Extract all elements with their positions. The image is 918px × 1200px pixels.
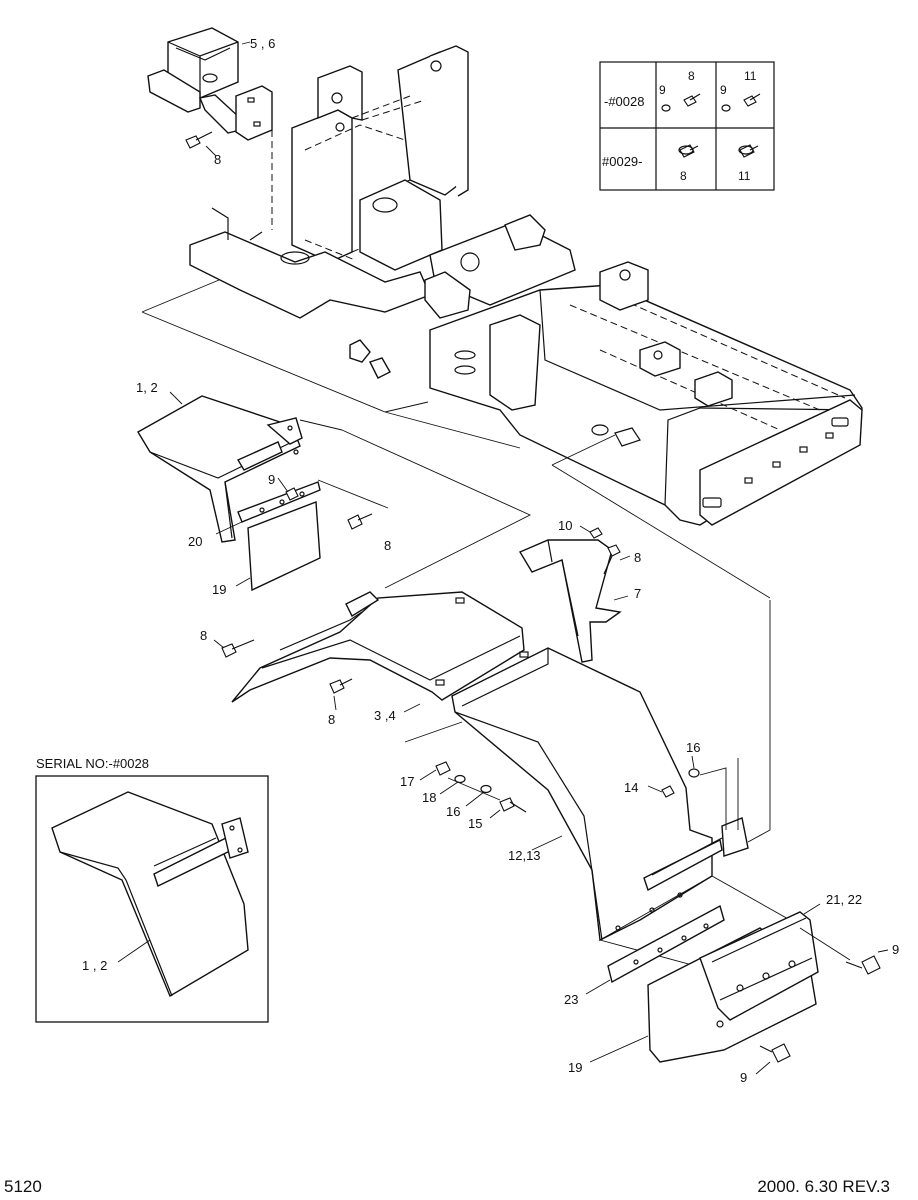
cell-label: 8 [680, 169, 687, 183]
label-8-left: 8 [384, 538, 391, 553]
bolt-9-bottom [759, 1043, 791, 1063]
washer-icon [661, 104, 671, 112]
label-21-22: 21, 22 [826, 892, 862, 907]
hardware-14-18 [435, 761, 727, 830]
page-number: 5120 [4, 1177, 42, 1196]
label-16-right: 16 [686, 740, 700, 755]
label-16-mid: 16 [446, 804, 460, 819]
label-9-right: 9 [892, 942, 899, 957]
label-8-lower: 8 [328, 712, 335, 727]
label-20: 20 [188, 534, 202, 549]
front-fender-1-2 [137, 395, 389, 592]
fender-support-7 [518, 539, 622, 663]
serial-row-1: -#0028 [604, 94, 644, 109]
label-17: 17 [400, 774, 414, 789]
leader-lines [169, 41, 889, 1075]
cell-label: 8 [688, 69, 695, 83]
bolt-icon [683, 93, 701, 107]
bolt-icon [743, 93, 761, 107]
bolt-8-mid [221, 639, 255, 658]
mud-flap-assembly [598, 875, 851, 1063]
step-bracket-5-6 [147, 27, 273, 230]
inset-label-1-2: 1 , 2 [82, 958, 107, 973]
label-9-left: 9 [268, 472, 275, 487]
label-18: 18 [422, 790, 436, 805]
bolt-8-left [347, 513, 373, 530]
label-3-4: 3 ,4 [374, 708, 396, 723]
serial-variant-table: -#0028 #0029- 9 8 9 11 8 11 [599, 61, 775, 191]
label-8-mid: 8 [200, 628, 207, 643]
bolt-8-right [603, 544, 621, 575]
label-12-13: 12,13 [508, 848, 541, 863]
label-9-bottom: 9 [740, 1070, 747, 1085]
label-19-right: 19 [568, 1060, 582, 1075]
bolt-8-lower [329, 678, 353, 694]
nut-10 [589, 527, 603, 539]
cell-label: 11 [744, 69, 757, 83]
part-labels: 5 , 6 8 1, 2 9 8 20 19 10 8 7 8 8 3 ,4 1… [136, 36, 899, 1085]
flange-bolt-icon [678, 144, 699, 158]
label-5-6: 5 , 6 [250, 36, 275, 51]
rear-fender-3-4 [231, 591, 525, 703]
guide-line [341, 429, 532, 589]
main-frame-assembly [141, 45, 863, 599]
cell-label: 9 [720, 83, 727, 97]
revision-date: 2000. 6.30 REV.3 [757, 1177, 890, 1196]
bolt-9-right [845, 955, 881, 975]
label-7: 7 [634, 586, 641, 601]
serial-row-2: #0029- [602, 154, 642, 169]
bolt-8-top [185, 131, 213, 149]
label-14: 14 [624, 780, 638, 795]
cell-label: 11 [738, 169, 751, 183]
label-1-2: 1, 2 [136, 380, 158, 395]
cell-label: 9 [659, 83, 666, 97]
label-10: 10 [558, 518, 572, 533]
label-8-right: 8 [634, 550, 641, 565]
bolt-9-left [285, 487, 299, 501]
inset-fender [51, 791, 249, 998]
inset-box: SERIAL NO:-#0028 1 , 2 [35, 756, 269, 1023]
label-23: 23 [564, 992, 578, 1007]
washer-icon [721, 104, 731, 112]
label-15: 15 [468, 816, 482, 831]
label-8-top: 8 [214, 152, 221, 167]
flange-bolt-icon [738, 144, 759, 158]
label-19-left: 19 [212, 582, 226, 597]
inset-caption: SERIAL NO:-#0028 [36, 756, 149, 771]
